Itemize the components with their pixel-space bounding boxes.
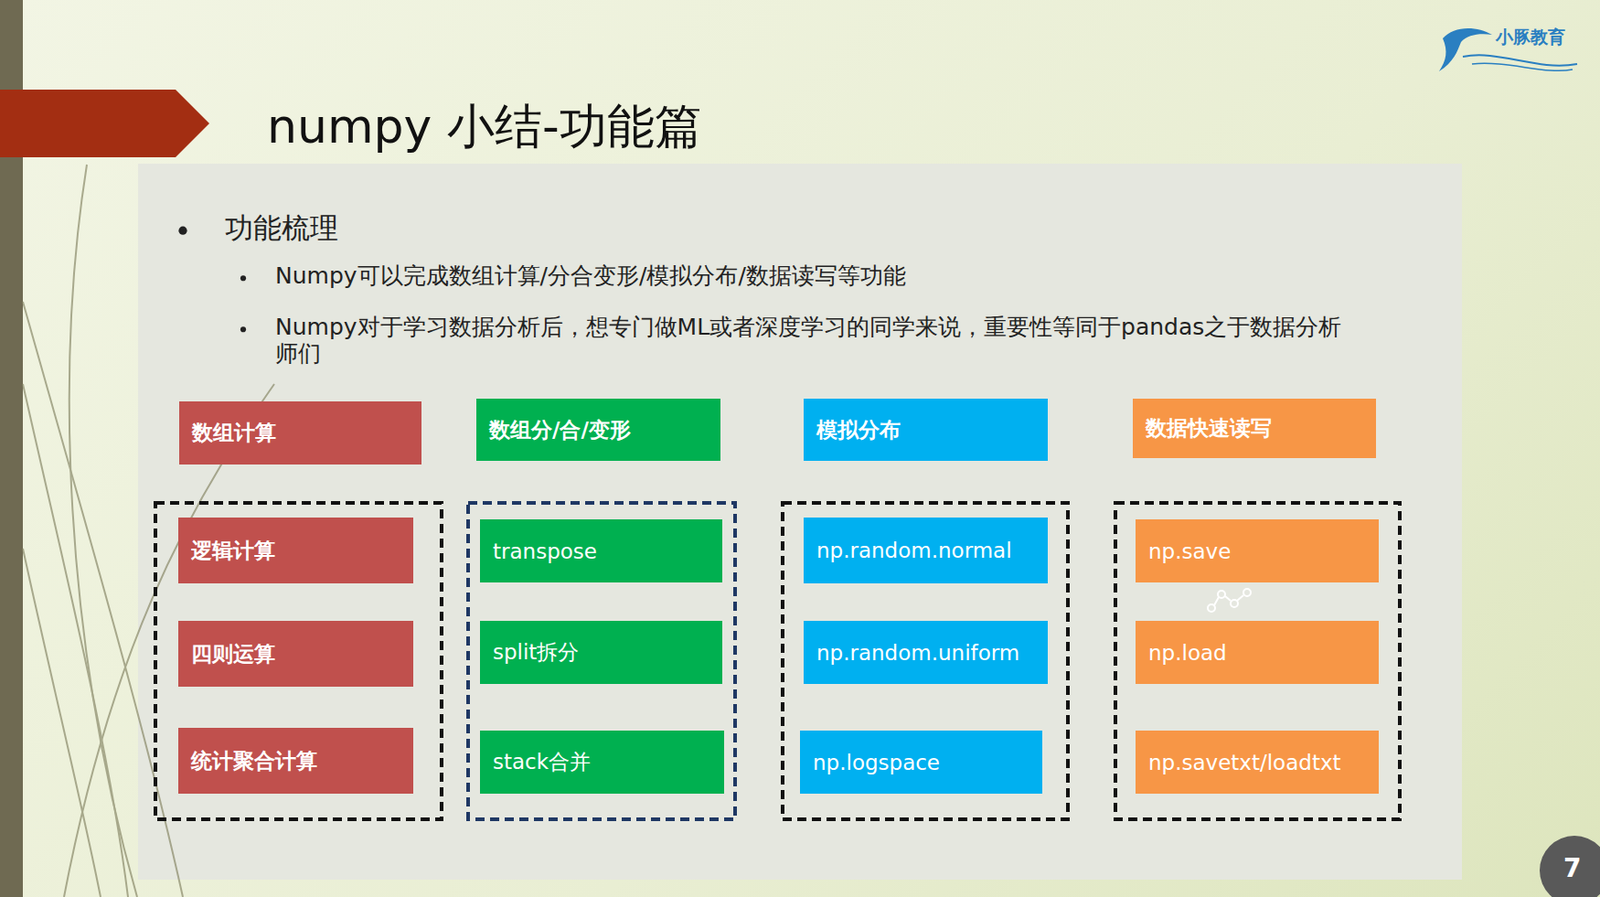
logo-text: 小豚教育: [1495, 27, 1566, 48]
category-header: 数组计算: [179, 401, 422, 465]
function-box: 统计聚合计算: [178, 727, 414, 794]
bullet-text: Numpy对于学习数据分析后，想专门做ML或者深度学习的同学来说，重要性等同于p…: [275, 314, 1364, 368]
box-text: 模拟分布: [816, 416, 901, 445]
box-text: np.logspace: [812, 750, 940, 775]
box-text: np.load: [1148, 640, 1227, 665]
box-text: np.random.uniform: [816, 640, 1020, 665]
bullet-dot: [178, 226, 187, 235]
function-box: transpose: [480, 519, 723, 583]
box-text: transpose: [492, 539, 598, 564]
category-header: 模拟分布: [803, 398, 1048, 461]
box-text: np.save: [1148, 539, 1231, 564]
category-header: 数据快速读写: [1132, 398, 1376, 459]
box-text: 统计聚合计算: [191, 746, 318, 776]
dashed-groups: [155, 502, 1400, 820]
bullet-dot: [240, 275, 246, 281]
function-box: np.save: [1135, 519, 1379, 583]
function-box: 逻辑计算: [178, 517, 414, 584]
network-icon: [1207, 588, 1251, 612]
function-box: np.random.normal: [803, 517, 1048, 584]
box-text: split拆分: [492, 638, 579, 667]
box-text: stack合并: [492, 747, 591, 777]
bullet-text: Numpy可以完成数组计算/分合变形/模拟分布/数据读写等功能: [275, 263, 907, 290]
function-box: stack合并: [480, 730, 725, 794]
box-text: 数组计算: [192, 418, 277, 448]
logo-dolphin: [1439, 28, 1578, 72]
box-text: 数据快速读写: [1145, 414, 1272, 443]
content-panel: [138, 163, 1462, 880]
page-number-badge: [1539, 835, 1600, 897]
box-text: np.random.normal: [816, 538, 1013, 563]
function-box: np.load: [1135, 620, 1379, 684]
function-box: np.random.uniform: [803, 620, 1048, 684]
function-box: 四则运算: [178, 620, 414, 687]
box-text: np.savetxt/loadtxt: [1148, 750, 1342, 775]
page-number: 7: [1563, 853, 1581, 884]
box-text: 逻辑计算: [191, 536, 276, 566]
title-banner: [0, 89, 210, 158]
box-text: 四则运算: [191, 640, 276, 669]
bullet-heading: 功能梳理: [224, 212, 339, 246]
function-box: np.logspace: [800, 730, 1043, 794]
slide-title: numpy 小结-功能篇: [266, 95, 703, 160]
bullet-dot: [240, 326, 246, 332]
function-box: np.savetxt/loadtxt: [1135, 730, 1379, 794]
function-box: split拆分: [480, 620, 723, 684]
box-text: 数组分/合/变形: [489, 416, 631, 445]
category-header: 数组分/合/变形: [476, 398, 721, 461]
